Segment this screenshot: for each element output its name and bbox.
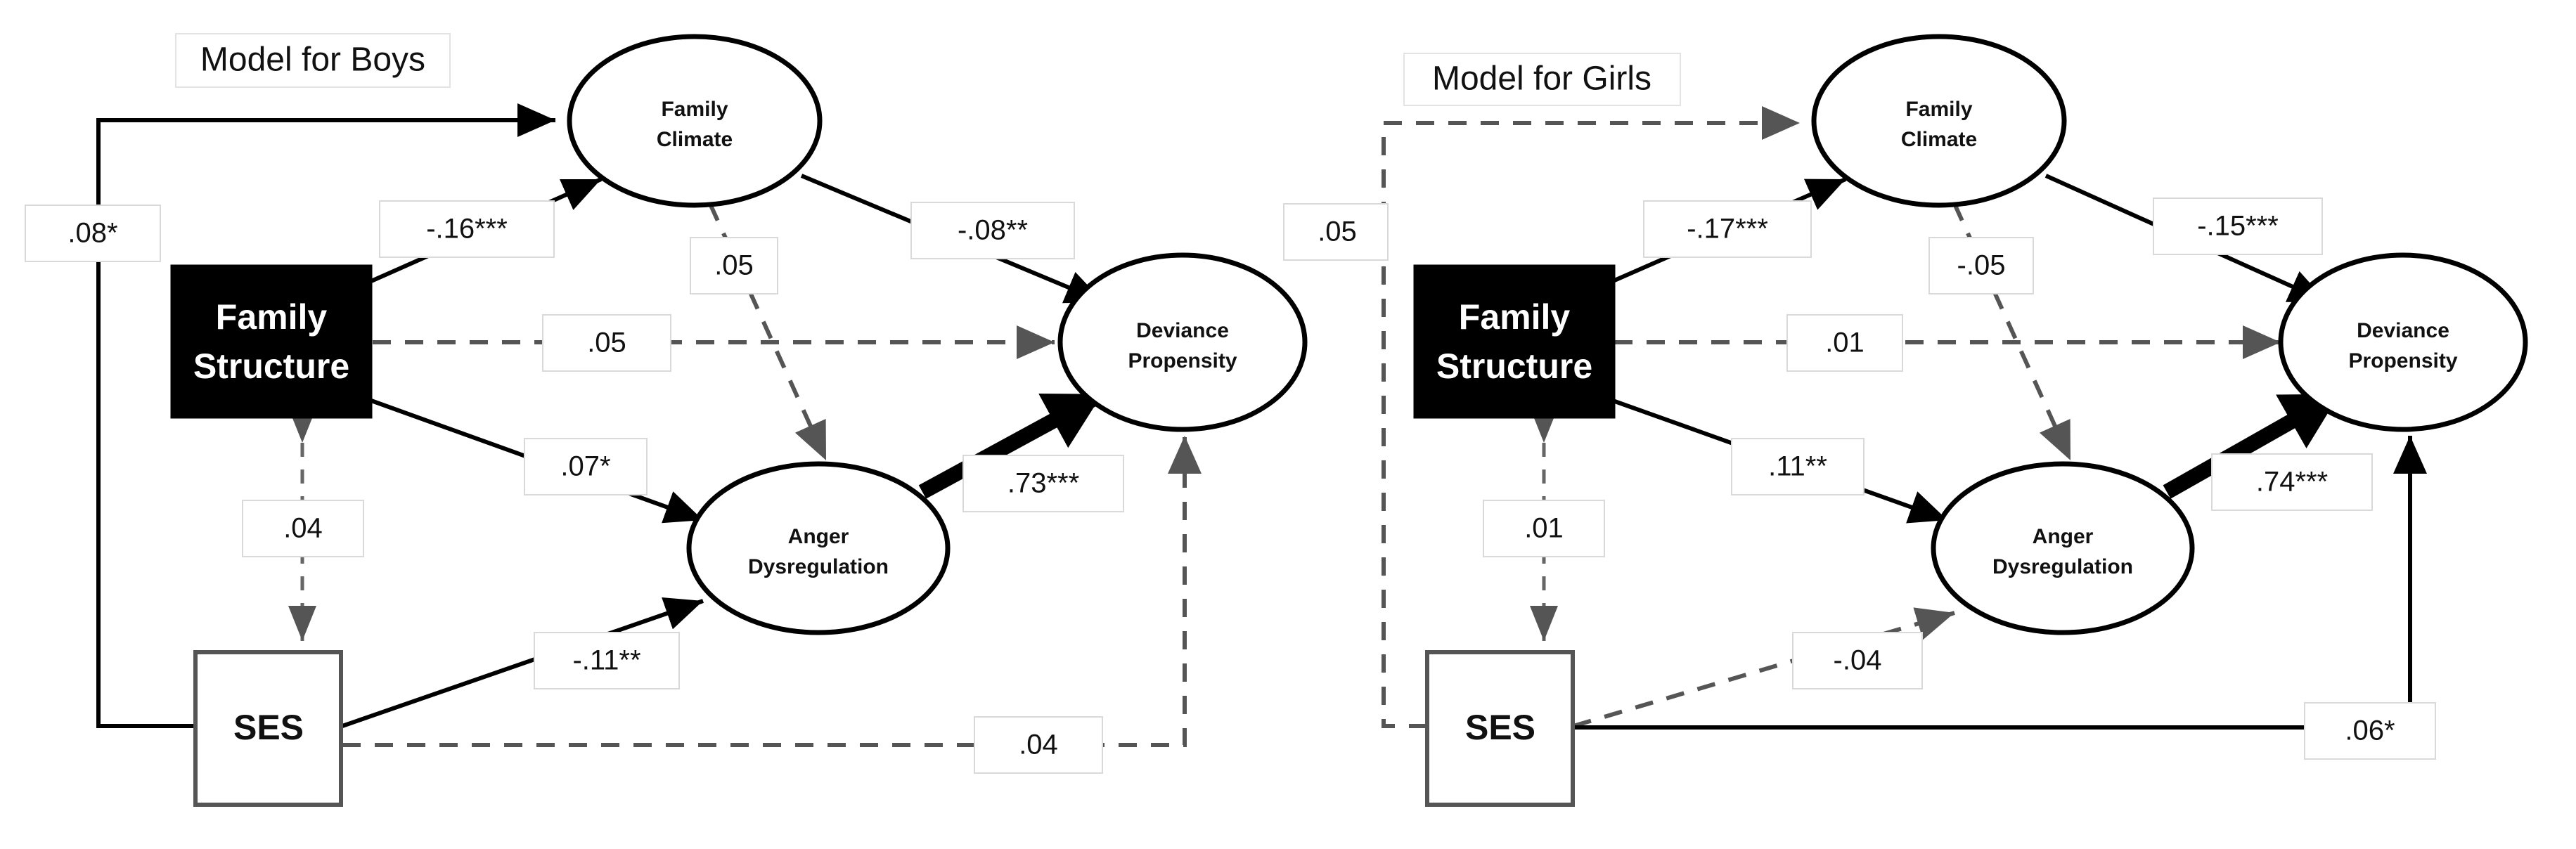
panel-title-boys: Model for Boys: [200, 41, 425, 79]
path-label-fstruct-to-family-climate[interactable]: -.17***: [1643, 200, 1812, 258]
node-anger-label-line2: Dysregulation: [748, 555, 889, 578]
path-label-family-climate-to-anger[interactable]: .05: [690, 237, 778, 294]
node-deviance-label-line1: Deviance: [2357, 319, 2449, 342]
path-label-text: .01: [1524, 513, 1564, 544]
node-family-climate-label-line1: Family: [1905, 98, 1972, 121]
path-label-text: -.16***: [426, 214, 508, 245]
path-label-family-climate-to-anger[interactable]: -.05: [1928, 237, 2034, 294]
edge-ses-to-deviance: [342, 436, 1202, 747]
path-label-text: .06*: [2345, 715, 2395, 746]
node-family-structure-label-line1: Family: [1459, 297, 1571, 337]
node-anger-label-line1: Anger: [2033, 525, 2094, 548]
path-label-ses-to-family-climate[interactable]: .05: [1283, 203, 1389, 261]
node-family-climate[interactable]: [567, 34, 823, 208]
path-label-family-climate-to-deviance[interactable]: -.15***: [2153, 197, 2323, 255]
path-label-fstruct-to-anger[interactable]: .11**: [1731, 438, 1865, 495]
node-family-climate-label-line2: Climate: [657, 128, 733, 151]
node-deviance-label-line1: Deviance: [1136, 319, 1229, 342]
node-family-structure-label-line2: Structure: [193, 346, 349, 386]
path-label-fstruct-ses-covariance[interactable]: .01: [1483, 500, 1605, 557]
node-anger-label-line2: Dysregulation: [1992, 555, 2133, 578]
node-family-climate-label-line1: Family: [661, 98, 728, 121]
path-label-text: .73***: [1007, 468, 1079, 499]
edge-anger-to-deviance: [2163, 390, 2340, 499]
panel-title-box-girls: [1403, 53, 1681, 106]
path-label-text: .05: [714, 250, 754, 281]
path-label-text: -.05: [1957, 250, 2006, 281]
path-label-fstruct-to-family-climate[interactable]: -.16***: [379, 200, 555, 258]
path-label-text: -.08**: [958, 215, 1028, 246]
path-label-text: -.04: [1834, 645, 1882, 676]
path-label-text: .05: [1318, 216, 1357, 247]
panel-boys: Family Climate Anger Dysregulation Devia…: [25, 33, 1308, 807]
node-anger-dysregulation[interactable]: [1931, 461, 2195, 635]
path-label-text: .05: [587, 328, 626, 358]
path-label-text: .04: [1019, 730, 1058, 760]
node-family-climate-label-line2: Climate: [1901, 128, 1977, 151]
path-label-text: .11**: [1768, 451, 1827, 482]
edge-ses-to-anger: [342, 597, 704, 728]
edge-anger-to-deviance: [918, 390, 1102, 499]
node-anger-dysregulation[interactable]: [686, 461, 951, 635]
node-family-structure-label-line2: Structure: [1436, 346, 1592, 386]
node-family-structure[interactable]: [170, 264, 373, 419]
path-label-text: -.15***: [2197, 211, 2279, 242]
edge-ses-to-family-climate: [1382, 106, 1800, 728]
path-label-text: -.11**: [572, 645, 640, 676]
node-deviance-label-line2: Propensity: [2348, 349, 2457, 372]
path-label-text: .01: [1825, 328, 1865, 358]
node-family-climate[interactable]: [1811, 34, 2067, 208]
panel-title-girls: Model for Girls: [1432, 60, 1651, 98]
node-deviance-label-line2: Propensity: [1128, 349, 1237, 372]
path-label-fstruct-ses-covariance[interactable]: .04: [242, 500, 364, 557]
edge-ses-to-family-climate: [96, 103, 555, 728]
node-ses-label: SES: [1465, 708, 1535, 747]
node-anger-label-line1: Anger: [788, 525, 849, 548]
panel-title-box-boys: [175, 33, 451, 88]
path-label-text: .74***: [2256, 467, 2328, 498]
path-label-ses-to-deviance[interactable]: .06*: [2304, 702, 2436, 760]
node-deviance-propensity[interactable]: [1057, 252, 1308, 432]
path-label-fstruct-to-deviance[interactable]: .05: [542, 314, 671, 372]
node-ses[interactable]: [193, 650, 343, 807]
node-ses-label: SES: [233, 708, 304, 747]
path-label-ses-to-deviance[interactable]: .04: [974, 716, 1103, 774]
node-deviance-propensity[interactable]: [2278, 252, 2528, 432]
path-label-ses-to-anger[interactable]: -.11**: [534, 632, 680, 689]
node-ses[interactable]: [1425, 650, 1575, 807]
path-label-text: .04: [283, 513, 323, 544]
path-label-family-climate-to-deviance[interactable]: -.08**: [910, 202, 1075, 259]
path-label-text: .08*: [67, 218, 117, 249]
path-label-fstruct-to-anger[interactable]: .07*: [524, 438, 648, 495]
node-family-structure[interactable]: [1413, 264, 1616, 419]
path-label-anger-to-deviance[interactable]: .73***: [962, 455, 1124, 512]
panel-girls: Family Climate Anger Dysregulation Devia…: [1283, 34, 2528, 807]
path-label-fstruct-to-deviance[interactable]: .01: [1786, 314, 1903, 372]
path-label-ses-to-family-climate[interactable]: .08*: [25, 205, 161, 262]
path-label-ses-to-anger[interactable]: -.04: [1792, 632, 1923, 689]
node-family-structure-label-line1: Family: [216, 297, 328, 337]
path-label-text: -.17***: [1687, 214, 1768, 245]
path-label-anger-to-deviance[interactable]: .74***: [2211, 453, 2373, 511]
path-label-text: .07*: [560, 451, 610, 482]
edge-ses-to-anger: [1573, 607, 1955, 728]
